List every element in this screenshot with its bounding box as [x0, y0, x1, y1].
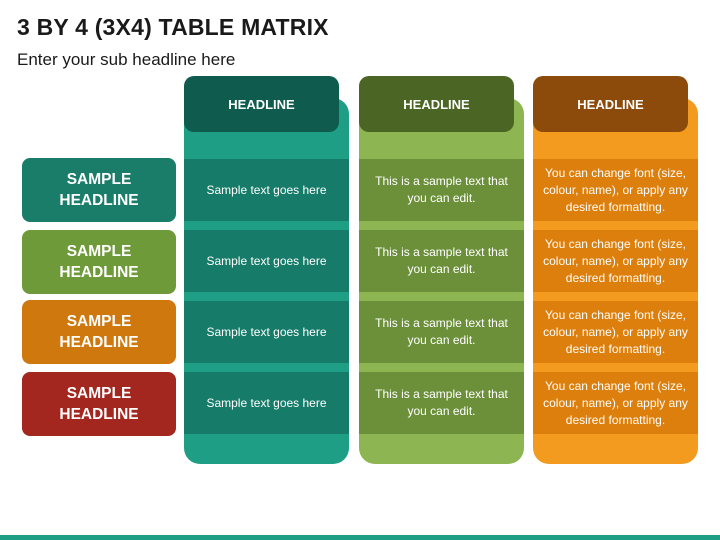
column-2-cell-3: This is a sample text that you can edit.: [359, 301, 524, 363]
column-3-cell-3: You can change font (size, colour, name)…: [533, 301, 698, 363]
column-3-cell-4: You can change font (size, colour, name)…: [533, 372, 698, 434]
column-2-cell-4: This is a sample text that you can edit.: [359, 372, 524, 434]
column-3-cell-2: You can change font (size, colour, name)…: [533, 230, 698, 292]
column-1-cell-1: Sample text goes here: [184, 159, 349, 221]
row-4-headline: SAMPLE HEADLINE: [22, 372, 176, 436]
column-1-cell-2: Sample text goes here: [184, 230, 349, 292]
column-1-headline: HEADLINE: [184, 76, 339, 132]
row-1-headline: SAMPLE HEADLINE: [22, 158, 176, 222]
column-2-cell-2: This is a sample text that you can edit.: [359, 230, 524, 292]
row-3-headline: SAMPLE HEADLINE: [22, 300, 176, 364]
column-2-headline: HEADLINE: [359, 76, 514, 132]
row-2-headline: SAMPLE HEADLINE: [22, 230, 176, 294]
column-3-headline: HEADLINE: [533, 76, 688, 132]
column-1-cell-3: Sample text goes here: [184, 301, 349, 363]
bottom-accent-bar: [0, 535, 720, 540]
column-2-cell-1: This is a sample text that you can edit.: [359, 159, 524, 221]
column-1-cell-4: Sample text goes here: [184, 372, 349, 434]
page-title: 3 BY 4 (3X4) TABLE MATRIX: [17, 14, 329, 40]
column-3-cell-1: You can change font (size, colour, name)…: [533, 159, 698, 221]
page-subtitle: Enter your sub headline here: [17, 50, 236, 69]
